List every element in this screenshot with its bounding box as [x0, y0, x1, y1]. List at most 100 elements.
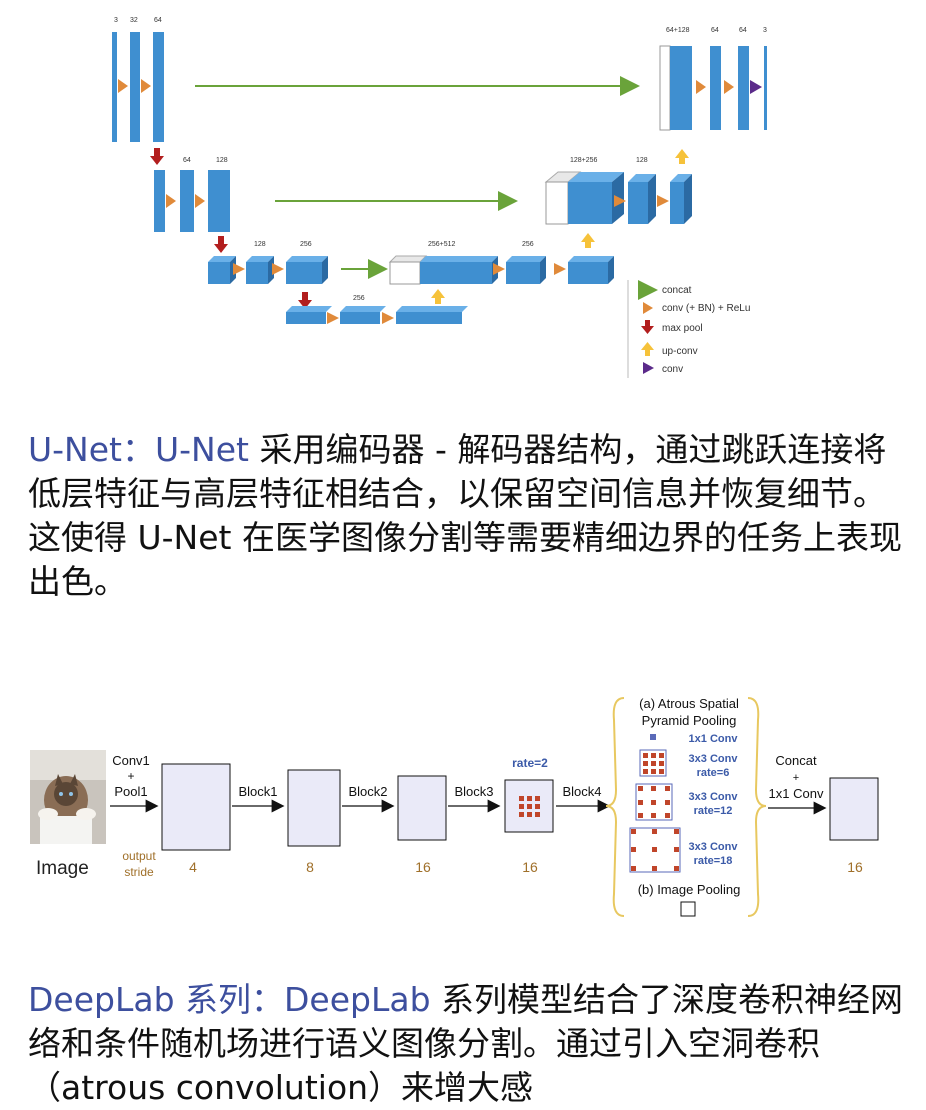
bottleneck-blocks: 256: [286, 295, 468, 324]
max-pool-icon: [214, 236, 228, 253]
block: [738, 46, 749, 130]
kernel-dots: [643, 753, 664, 774]
legend-conv-bn-relu: conv (+ BN) + ReLu: [662, 303, 750, 314]
input-image: [30, 750, 106, 844]
conv-arrow-icon: [493, 263, 505, 275]
aspp-brace-left: [605, 697, 625, 917]
max-pool-icon: [641, 320, 654, 334]
block-label: Block4: [562, 784, 601, 799]
channel-label: 128: [216, 157, 228, 164]
aspp-brace-right: [747, 697, 767, 917]
block: [568, 262, 608, 284]
block: [130, 32, 140, 142]
stride-value: 8: [306, 859, 314, 875]
up-conv-icon: [641, 342, 654, 356]
up-conv-icon: [675, 149, 689, 164]
aspp-item-label: rate=12: [694, 805, 733, 817]
up-conv-icon: [581, 233, 595, 248]
enc1-blocks: 3 32 64: [112, 17, 164, 142]
conv1-label: Conv1: [112, 753, 150, 768]
block: [420, 262, 492, 284]
legend: concat conv (+ BN) + ReLu max pool up-co…: [627, 280, 750, 378]
conv-arrow-icon: [118, 79, 128, 93]
enc2-blocks: 64 128: [154, 157, 230, 232]
block-label: Block3: [454, 784, 493, 799]
channel-label: 256+512: [428, 241, 456, 248]
feature-map: [287, 769, 341, 847]
block: [670, 182, 684, 224]
block: [506, 262, 540, 284]
max-pool-icon: [150, 148, 164, 165]
aspp-item-label: rate=6: [697, 767, 730, 779]
conv-arrow-icon: [614, 195, 626, 207]
deeplab-description: DeepLab 系列：DeepLab 系列模型结合了深度卷积神经网络和条件随机场…: [28, 978, 908, 1110]
term-deeplab-series: DeepLab 系列: [28, 980, 252, 1019]
conv-arrow-icon: [141, 79, 151, 93]
channel-label: 3: [114, 17, 118, 24]
output-stride-label: output: [122, 849, 156, 863]
channel-label: 128: [636, 157, 648, 164]
channel-label: 32: [130, 17, 138, 24]
conv-arrow-icon: [643, 302, 653, 314]
aspp-title: Pyramid Pooling: [642, 713, 737, 728]
legend-conv: conv: [662, 364, 683, 375]
image-pooling-icon: [680, 901, 696, 917]
block: [246, 262, 268, 284]
legend-up-conv: up-conv: [662, 346, 698, 357]
channel-label: 256: [300, 241, 312, 248]
kernel-dots: [631, 829, 679, 871]
block: [764, 46, 767, 130]
aspp-item-label: 3x3 Conv: [689, 791, 739, 803]
block: [659, 45, 671, 131]
channel-label: 256: [522, 241, 534, 248]
block: [154, 170, 165, 232]
term-unet: U-Net: [28, 430, 122, 469]
term-unet-inline: U-Net: [137, 518, 232, 557]
aspp-title: (a) Atrous Spatial: [639, 696, 739, 711]
block: [670, 46, 692, 130]
stride-value: 16: [847, 859, 863, 875]
feature-map: [161, 763, 231, 851]
conv-arrow-icon: [327, 312, 339, 324]
deeplab-diagram: Image Conv1 + Pool1 output stride 4 Bloc…: [30, 696, 879, 917]
conv-arrow-icon: [657, 195, 669, 207]
description-text: 在医学图像分割等需要精细边界的任务上表现出色。: [28, 518, 902, 601]
final-conv-icon: [750, 80, 762, 94]
image-pooling-label: (b) Image Pooling: [638, 882, 741, 897]
enc3-blocks: 128 256: [208, 241, 328, 284]
conv-arrow-icon: [724, 80, 734, 94]
conv-arrow-icon: [195, 194, 205, 208]
block: [568, 182, 612, 224]
channel-label: 64: [739, 27, 747, 34]
stride-value: 16: [415, 859, 431, 875]
conv-arrow-icon: [382, 312, 394, 324]
colon: ：: [251, 980, 285, 1019]
dec3-blocks: 256+512 256: [388, 241, 614, 285]
atrous-kernel: [519, 796, 540, 817]
conv-arrow-icon: [166, 194, 176, 208]
term-deeplab: DeepLab: [284, 980, 431, 1019]
block: [112, 32, 117, 142]
legend-max-pool: max pool: [662, 323, 703, 334]
block: [208, 262, 230, 284]
block-label: Block1: [238, 784, 277, 799]
concat-label: Concat: [775, 753, 817, 768]
legend-concat: concat: [662, 285, 692, 296]
block: [396, 312, 462, 324]
aspp-item-label: 1x1 Conv: [689, 733, 739, 745]
channel-label: 256: [353, 295, 365, 302]
channel-label: 3: [763, 27, 767, 34]
dec1-blocks: 64+128 64 64 3: [659, 27, 767, 131]
term-unet: U-Net: [155, 430, 249, 469]
channel-label: 128: [254, 241, 266, 248]
block: [153, 32, 164, 142]
stride-value: 4: [189, 859, 197, 875]
channel-label: 64: [154, 17, 162, 24]
final-conv-icon: [643, 362, 654, 374]
block: [286, 312, 326, 324]
block: [710, 46, 721, 130]
description-text: 采用编码器 - 解码器结构，通过跳跃连接将低层特征与高层特征相结合，以保留空间信…: [28, 430, 887, 557]
output-stride-label: stride: [124, 865, 154, 879]
channel-label: 64: [711, 27, 719, 34]
kernel-rate18-icon: [629, 827, 681, 873]
